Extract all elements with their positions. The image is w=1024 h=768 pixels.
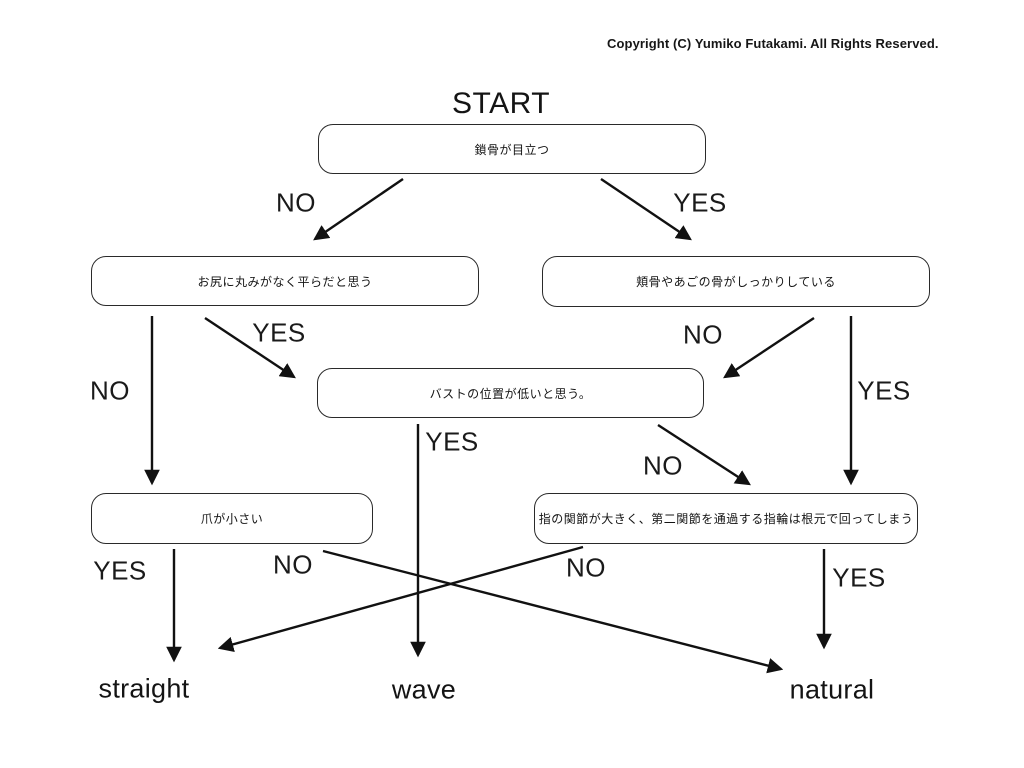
arrow-q2-yes <box>204 316 296 379</box>
edge-label-q5-yes: YES <box>93 555 147 586</box>
arrow-q6-no <box>217 545 584 652</box>
arrow-q1-no <box>313 178 404 241</box>
arrow-q1-yes <box>600 178 692 241</box>
node-flat-hips: お尻に丸みがなく平らだと思う <box>91 256 479 306</box>
node-small-nails: 爪が小さい <box>91 493 373 544</box>
edge-label-q1-no: NO <box>276 187 316 218</box>
node-cheekbones-jaw-text: 頬骨やあごの骨がしっかりしている <box>636 275 836 289</box>
result-wave: wave <box>391 674 457 705</box>
node-cheekbones-jaw: 頬骨やあごの骨がしっかりしている <box>542 256 930 307</box>
edge-label-q6-no: NO <box>566 552 606 583</box>
edge-label-q4-yes: YES <box>425 426 479 457</box>
result-straight: straight <box>98 673 190 704</box>
edge-label-q5-no: NO <box>273 549 313 580</box>
node-small-nails-text: 爪が小さい <box>200 512 264 526</box>
arrow-q4-no <box>657 423 751 486</box>
result-natural: natural <box>789 674 875 705</box>
edge-label-q3-no: NO <box>683 319 723 350</box>
edge-label-q6-yes: YES <box>832 562 886 593</box>
node-finger-joints-text: 指の関節が大きく、第二関節を通過する指輪は根元で回ってしまう <box>538 512 914 526</box>
node-collarbone: 鎖骨が目立つ <box>318 124 706 174</box>
node-collarbone-text: 鎖骨が目立つ <box>474 142 550 157</box>
edge-label-q2-yes: YES <box>252 317 306 348</box>
node-bust-position-text: バストの位置が低いと思う。 <box>429 386 592 401</box>
copyright-text: Copyright (C) Yumiko Futakami. All Right… <box>607 36 939 51</box>
node-flat-hips-text: お尻に丸みがなく平らだと思う <box>197 274 373 289</box>
arrow-q5-no <box>322 549 784 674</box>
arrow-q3-no <box>723 316 815 379</box>
node-finger-joints: 指の関節が大きく、第二関節を通過する指輪は根元で回ってしまう <box>534 493 918 544</box>
edge-label-q4-no: NO <box>643 450 683 481</box>
edge-label-q2-no: NO <box>90 375 130 406</box>
edge-label-q3-yes: YES <box>857 375 911 406</box>
edge-label-q1-yes: YES <box>673 187 727 218</box>
start-label: START <box>451 87 551 120</box>
node-bust-position: バストの位置が低いと思う。 <box>317 368 704 418</box>
